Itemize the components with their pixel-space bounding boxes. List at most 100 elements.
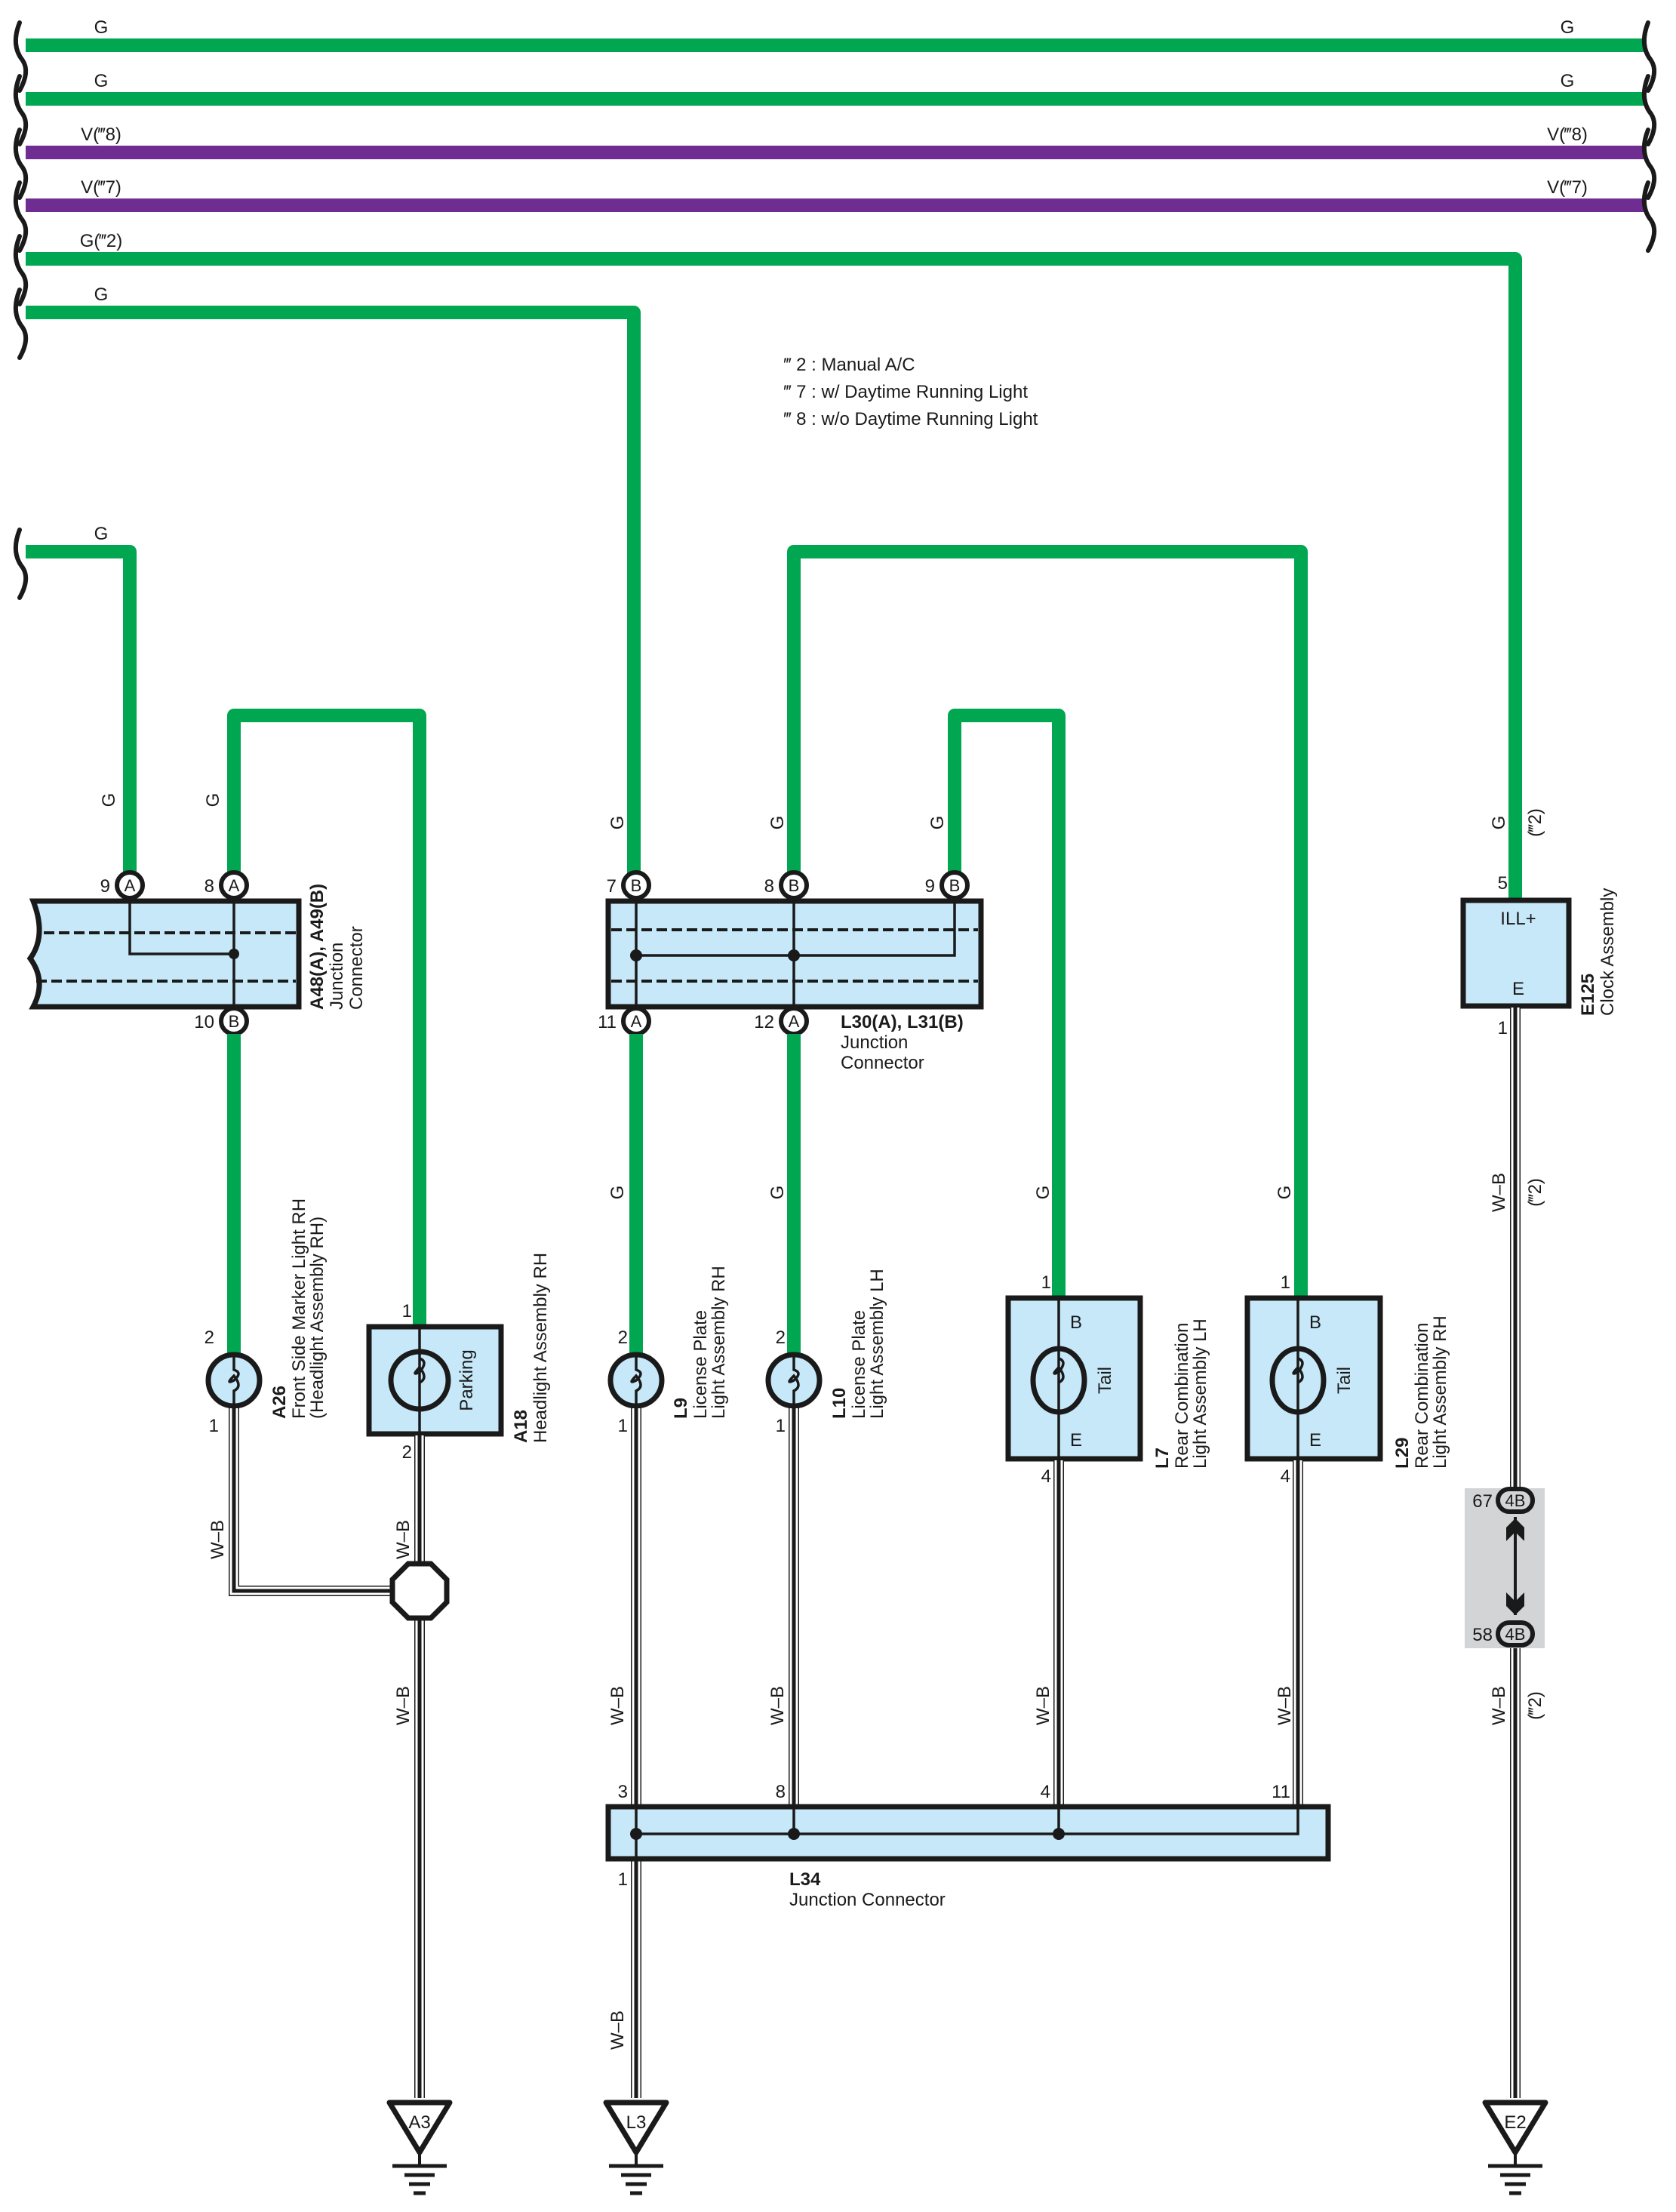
wire-label: G	[1275, 1186, 1295, 1200]
component-name: Clock Assembly	[1598, 888, 1618, 1016]
pin-number: 4	[1281, 1466, 1290, 1487]
a18-headlight-assembly[interactable]: Parking	[366, 1324, 504, 1437]
ground-code: E2	[1504, 2112, 1526, 2133]
terminal-label: B	[1070, 1312, 1082, 1333]
component-name: Light Assembly LH	[1190, 1318, 1210, 1469]
wire-label: W–B	[607, 1686, 628, 1725]
pin-number: 1	[776, 1416, 786, 1436]
inline-connector-4b[interactable]: 4B 4B 67 58	[1465, 1487, 1545, 1648]
wb-wires-to-l34	[631, 1408, 1303, 2098]
pin-number: 8	[764, 876, 774, 897]
l7-rear-combination-light-lh[interactable]: B E Tail	[1005, 1295, 1143, 1462]
pin-number: 11	[598, 1012, 617, 1032]
component-code: A18	[511, 1410, 531, 1443]
l30-pin-7b[interactable]: B 7	[607, 870, 651, 900]
l30-pin-11a[interactable]: A 11	[598, 1006, 651, 1036]
l34-label: L34 Junction Connector	[789, 1869, 946, 1910]
a48-pin-10b[interactable]: B 10	[194, 1006, 249, 1036]
component-name: Light Assembly LH	[867, 1269, 887, 1419]
l30-pin-9b[interactable]: B 9	[925, 870, 970, 900]
pin-number: 9	[100, 876, 110, 897]
wire-label: W–B	[393, 1520, 414, 1559]
a48-label: A48(A), A49(B) Junction Connector	[307, 884, 367, 1010]
left-break-marks	[13, 20, 29, 600]
connector-code: 4B	[1505, 1625, 1526, 1644]
connector-name-line2: Connector	[841, 1053, 924, 1073]
pin-letter: A	[789, 1012, 800, 1031]
pin-number: 1	[1498, 1018, 1508, 1038]
component-name: (Headlight Assembly RH)	[307, 1217, 328, 1419]
l7-label: L7 Rear Combination Light Assembly LH	[1152, 1318, 1210, 1469]
pin-number: 5	[1498, 873, 1508, 894]
connector-code: L34	[789, 1869, 821, 1890]
splice-point	[389, 1561, 450, 1621]
lamp-function-label: Tail	[1334, 1367, 1355, 1394]
pin-number: 67	[1472, 1491, 1493, 1512]
l10-license-plate-light-lh[interactable]	[765, 1352, 823, 1409]
l9-label: L9 License Plate Light Assembly RH	[671, 1266, 729, 1419]
wire-label: G(‴2)	[80, 231, 123, 251]
right-break-marks	[1641, 20, 1657, 253]
top-wire-bundle: G G V(‴8) V(‴7) G(‴2) G G G V(‴8) V(‴7)	[13, 17, 1657, 898]
wire-label: W–B	[1489, 1173, 1509, 1212]
connector-code: A48(A), A49(B)	[307, 884, 328, 1010]
terminal-label: ILL+	[1500, 909, 1536, 929]
wire-label: G	[607, 816, 628, 830]
e125-label: E125 Clock Assembly	[1578, 888, 1618, 1016]
wire-label: W–B	[1489, 1686, 1509, 1725]
pin-letter: A	[229, 876, 240, 895]
a48-junction-connector	[26, 898, 302, 1010]
wire-g-l30-pin9-to-l7	[948, 709, 1066, 1298]
pin-number: 1	[1281, 1272, 1290, 1293]
wire-label: G	[1489, 816, 1509, 830]
wire-note: (‴2)	[1525, 1178, 1545, 1207]
pin-number: 4	[1041, 1782, 1050, 1802]
component-name: Light Assembly RH	[709, 1266, 729, 1419]
a26-front-side-marker-light[interactable]	[205, 1352, 263, 1409]
pin-number: 12	[754, 1012, 774, 1032]
wire-label: G	[1033, 1186, 1053, 1200]
wb-wire-a26-to-splice	[229, 1408, 392, 1596]
component-code: L9	[671, 1398, 691, 1419]
l9-license-plate-light-rh[interactable]	[607, 1352, 665, 1409]
wire-label: G	[767, 816, 788, 830]
wire-g-to-l30-pin7	[26, 306, 641, 875]
wire-label: V(‴7)	[81, 177, 121, 198]
a48-pin-9a[interactable]: A 9	[100, 870, 145, 900]
ground-e2: E2	[1482, 2100, 1548, 2195]
wire-label: W–B	[208, 1520, 228, 1559]
wire-label: W–B	[1033, 1686, 1053, 1725]
pin-number: 1	[618, 1416, 628, 1436]
lamp-function-label: Tail	[1095, 1367, 1115, 1394]
wire-label: V(‴8)	[81, 125, 121, 145]
pin-letter: A	[631, 1012, 642, 1031]
e125-clock-assembly[interactable]: ILL+ E	[1460, 897, 1572, 1009]
component-code: L10	[829, 1388, 850, 1419]
terminal-label: E	[1309, 1430, 1321, 1451]
l30-pin-12a[interactable]: A 12	[754, 1006, 809, 1036]
component-code: L7	[1152, 1447, 1173, 1469]
component-code: A26	[269, 1386, 290, 1419]
l30-pin-8b[interactable]: B 8	[764, 870, 809, 900]
ground-a3: A3	[386, 2100, 453, 2195]
l29-rear-combination-light-rh[interactable]: B E Tail	[1244, 1295, 1383, 1462]
wire-label: G	[767, 1186, 788, 1200]
wire-note: (‴2)	[1525, 808, 1545, 837]
pin-letter: B	[949, 876, 961, 895]
wire-label: G	[203, 793, 223, 808]
wire-note: (‴2)	[1525, 1691, 1545, 1720]
ground-code: A3	[408, 2112, 430, 2133]
component-name: Rear Combination	[1172, 1323, 1192, 1469]
l34-junction-connector	[605, 1804, 1331, 1862]
a48-pin-8a[interactable]: A 8	[205, 870, 249, 900]
component-name: Headlight Assembly RH	[530, 1253, 551, 1443]
pin-number: 8	[776, 1782, 786, 1802]
wire-label: W–B	[767, 1686, 788, 1725]
l29-label: L29 Rear Combination Light Assembly RH	[1392, 1315, 1450, 1469]
a26-label: A26 Front Side Marker Light RH (Headligh…	[269, 1198, 328, 1419]
terminal-label: B	[1309, 1312, 1321, 1333]
wire-label: G	[1561, 71, 1575, 91]
wire-label: G	[607, 1186, 628, 1200]
wire-g-l30-pin8-to-l29	[787, 545, 1308, 1298]
pin-number: 1	[1041, 1272, 1051, 1293]
